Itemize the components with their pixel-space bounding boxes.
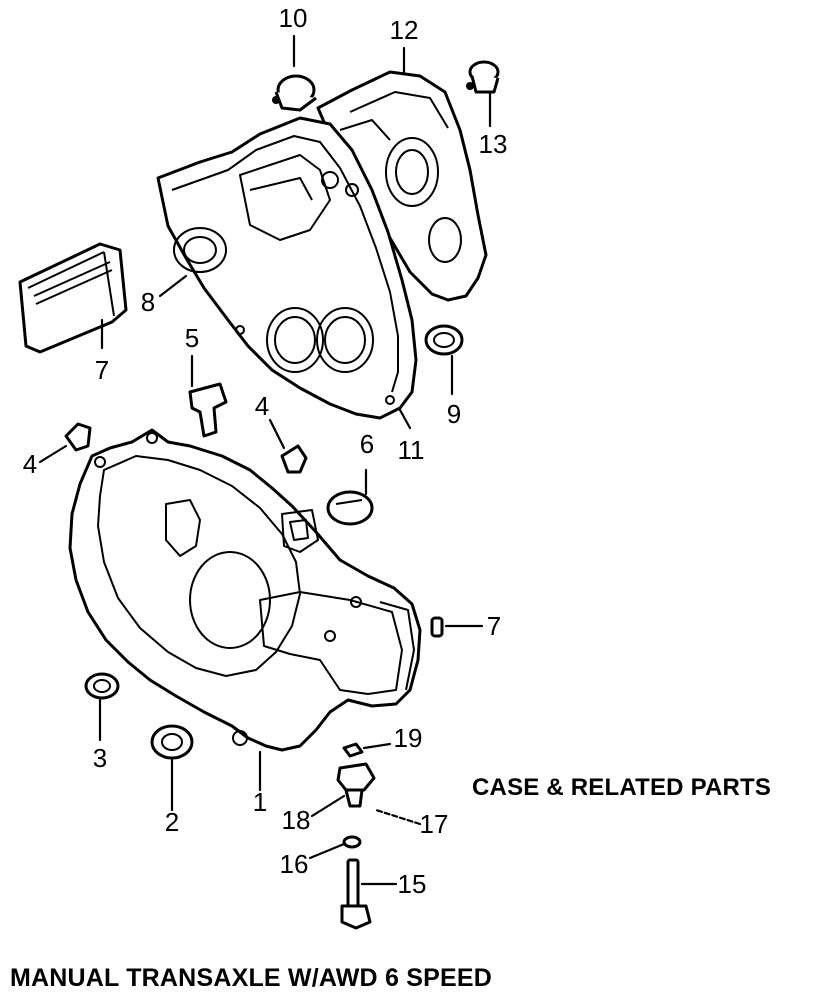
part-19-clip [342, 742, 364, 758]
callout-1: 1 [253, 787, 267, 817]
section-title: CASE & RELATED PARTS [472, 774, 772, 801]
part-16-washer [342, 835, 362, 849]
callout-5: 5 [185, 323, 199, 353]
part-12-intermediate-case [156, 116, 418, 420]
callout-17: 17 [420, 809, 449, 839]
part-4-plug-center [280, 444, 308, 474]
callout-6: 6 [360, 429, 374, 459]
callout-3: 3 [93, 743, 107, 773]
callout-11: 10 [279, 3, 308, 33]
leader-9 [158, 274, 188, 298]
callout-15: 15 [398, 869, 427, 899]
diagram-caption: MANUAL TRANSAXLE W/AWD 6 SPEED [10, 964, 492, 992]
part-3-seal [84, 672, 120, 700]
callout-14: 13 [479, 129, 508, 159]
leader-18 [310, 794, 346, 818]
part-2-seal [150, 724, 194, 760]
callout-4-left: 4 [23, 449, 37, 479]
part-6-cover [326, 490, 374, 526]
callout-12: 11 [398, 435, 425, 465]
part-10-oil-seal [424, 324, 464, 356]
callout-2: 2 [165, 807, 179, 837]
part-18-switch [336, 762, 376, 808]
part-8-strainer [18, 242, 128, 354]
leader-4a [38, 444, 68, 464]
callout-19: 19 [394, 723, 423, 753]
leader-16 [308, 842, 346, 860]
callout-4-center: 4 [255, 391, 269, 421]
callout-9: 8 [141, 287, 155, 317]
callout-10: 9 [447, 399, 461, 429]
leader-12 [398, 408, 412, 430]
leader-17 [374, 808, 422, 826]
callout-labels: 10 12 13 8 7 5 9 11 4 4 6 7 3 2 1 19 18 … [23, 3, 508, 899]
callout-8: 7 [95, 355, 109, 385]
callout-13: 12 [390, 15, 419, 45]
part-15-bolt [340, 858, 372, 930]
callout-16: 16 [280, 849, 309, 879]
part-14-plug [466, 60, 500, 94]
callout-7: 7 [487, 611, 501, 641]
part-4-plug-left [64, 422, 92, 452]
part-1-transaxle-case [68, 428, 422, 752]
part-11-breather-cap [272, 74, 317, 112]
callout-18: 18 [282, 805, 311, 835]
leader-lines [38, 34, 492, 886]
leader-19 [362, 742, 392, 750]
part-7-dowel-pin [430, 616, 444, 638]
part-5-bracket [188, 382, 228, 438]
leader-4b [268, 418, 286, 450]
